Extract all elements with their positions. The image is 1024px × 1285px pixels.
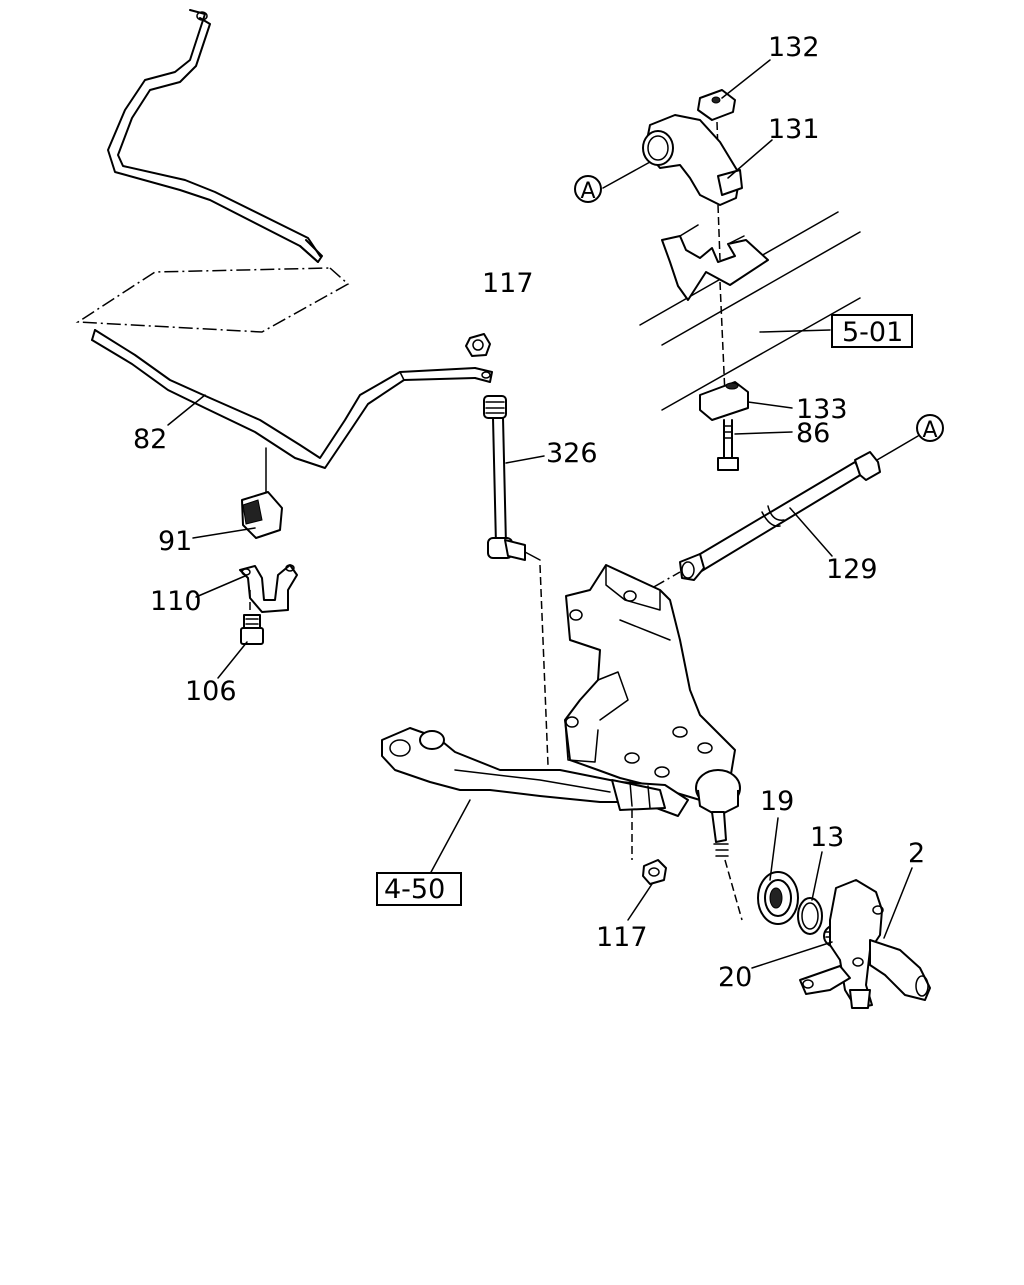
callout-110: 110 xyxy=(150,586,202,617)
callout-2: 2 xyxy=(908,838,925,869)
stabilizer-bar-lower xyxy=(91,329,493,469)
bolt-106 xyxy=(240,614,264,645)
callout-86: 86 xyxy=(796,418,830,449)
callout-132: 132 xyxy=(768,32,820,63)
bolt-86 xyxy=(717,419,739,471)
steering-knuckle-2 xyxy=(799,879,931,1009)
break-line xyxy=(75,267,350,333)
torsion-bar-129 xyxy=(679,451,881,581)
callout-a-top: A xyxy=(580,179,595,204)
link-mount-line xyxy=(539,564,549,766)
bushing-91 xyxy=(241,491,283,539)
callout-117-bottom: 117 xyxy=(596,922,648,953)
callout-5-01: 5-01 xyxy=(842,317,903,348)
callout-133: 133 xyxy=(796,394,848,425)
callout-129: 129 xyxy=(826,554,878,585)
callout-82: 82 xyxy=(133,424,167,455)
bracket-110 xyxy=(239,564,298,613)
crossmember xyxy=(564,564,736,801)
callout-106: 106 xyxy=(185,676,237,707)
callout-91: 91 xyxy=(158,526,192,557)
callout-19: 19 xyxy=(760,786,794,817)
nut-117-top xyxy=(465,333,491,357)
stabilizer-link xyxy=(483,395,541,561)
seal-19 xyxy=(757,871,799,925)
callout-131: 131 xyxy=(768,114,820,145)
callout-20: 20 xyxy=(718,962,752,993)
stabilizer-bar-upper xyxy=(107,9,323,263)
callout-a-right: A xyxy=(922,418,937,443)
torsion-bar-arm-131 xyxy=(642,114,743,206)
callout-13: 13 xyxy=(810,822,844,853)
seat-133 xyxy=(699,381,749,421)
ball-joint xyxy=(695,769,741,857)
ref-box-4-50 xyxy=(376,872,462,906)
ref-circle-a-right xyxy=(916,414,944,442)
nut-132 xyxy=(697,89,736,121)
callout-4-50: 4-50 xyxy=(384,874,445,905)
leader-lines xyxy=(167,59,919,969)
callout-326: 326 xyxy=(546,438,598,469)
callout-117-top: 117 xyxy=(482,268,534,299)
nut-117-bottom xyxy=(642,859,667,885)
ref-circle-a-top xyxy=(574,175,602,203)
ring-13 xyxy=(797,897,823,935)
ref-box-5-01 xyxy=(831,314,913,348)
lower-control-arm xyxy=(381,727,689,817)
frame-rail xyxy=(639,211,861,411)
